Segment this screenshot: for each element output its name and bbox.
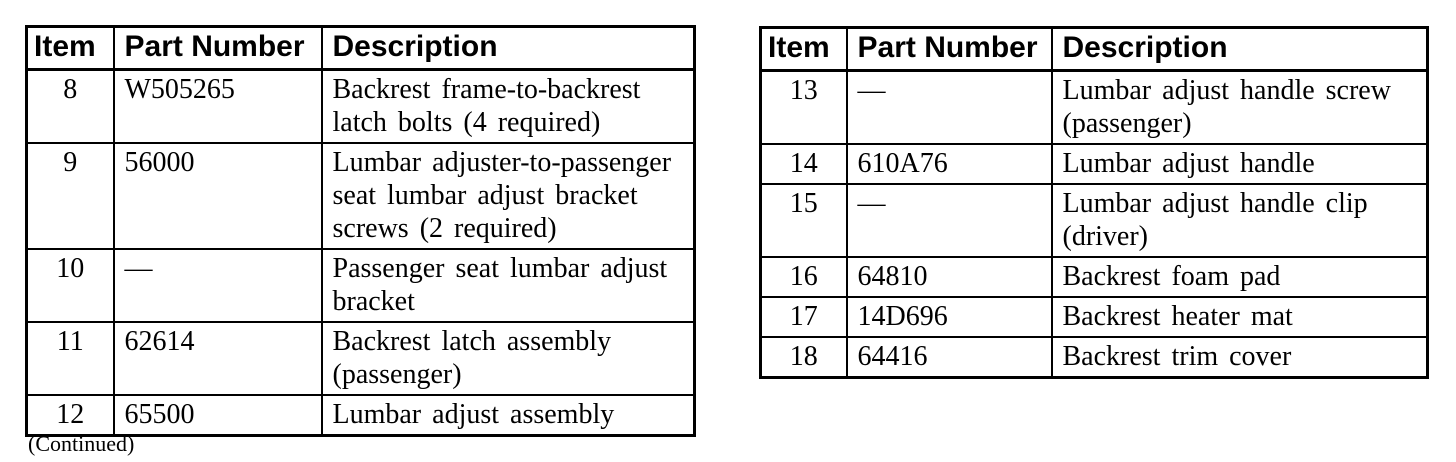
- table-row: 17 14D696 Backrest heater mat: [759, 296, 1429, 338]
- parts-table-right: Item Part Number Description 13 — Lumbar…: [759, 26, 1429, 379]
- column-header-item: Item: [759, 26, 848, 72]
- table-row: 11 62614 Backrest latch assembly (passen…: [25, 321, 696, 396]
- table-row: 13 — Lumbar adjust handle screw (passeng…: [759, 69, 1429, 145]
- table-row: 9 56000 Lumbar adjuster-to-passenger sea…: [25, 142, 696, 250]
- part-number-cell: 14D696: [845, 296, 1053, 338]
- item-cell: 16: [759, 256, 848, 298]
- table-row: 18 64416 Backrest trim cover: [759, 336, 1429, 379]
- item-cell: 8: [25, 68, 115, 144]
- item-cell: 9: [25, 142, 115, 250]
- description-cell: Passenger seat lumbar adjust bracket: [320, 248, 696, 323]
- table-row: 10 — Passenger seat lumbar adjust bracke…: [25, 248, 696, 323]
- header-row: Item Part Number Description: [759, 26, 1429, 72]
- item-cell: 18: [759, 336, 848, 379]
- description-cell: Lumbar adjust handle screw (passenger): [1050, 69, 1429, 145]
- header-row: Item Part Number Description: [25, 25, 696, 71]
- part-number-cell: 65500: [112, 394, 323, 437]
- item-cell: 12: [25, 394, 115, 437]
- part-number-cell: 64810: [845, 256, 1053, 298]
- part-number-cell: —: [845, 69, 1053, 145]
- column-header-part-number: Part Number: [845, 26, 1053, 72]
- column-header-item: Item: [25, 25, 115, 71]
- description-cell: Backrest foam pad: [1050, 256, 1429, 298]
- part-number-cell: —: [845, 183, 1053, 258]
- table-row: 15 — Lumbar adjust handle clip (driver): [759, 183, 1429, 258]
- description-cell: Backrest frame-to-backrest latch bolts (…: [320, 68, 696, 144]
- item-cell: 11: [25, 321, 115, 396]
- item-cell: 14: [759, 143, 848, 185]
- part-number-cell: 56000: [112, 142, 323, 250]
- part-number-cell: 64416: [845, 336, 1053, 379]
- table-row: 8 W505265 Backrest frame-to-backrest lat…: [25, 68, 696, 144]
- item-cell: 13: [759, 69, 848, 145]
- description-cell: Lumbar adjust handle clip (driver): [1050, 183, 1429, 258]
- column-header-description: Description: [1050, 26, 1429, 72]
- item-cell: 17: [759, 296, 848, 338]
- table-row: 14 610A76 Lumbar adjust handle: [759, 143, 1429, 185]
- table-row: 12 65500 Lumbar adjust assembly: [25, 394, 696, 437]
- table-row: 16 64810 Backrest foam pad: [759, 256, 1429, 298]
- description-cell: Lumbar adjust assembly: [320, 394, 696, 437]
- continued-note: (Continued): [28, 431, 135, 456]
- part-number-cell: —: [112, 248, 323, 323]
- column-header-part-number: Part Number: [112, 25, 323, 71]
- parts-table-left: Item Part Number Description 8 W505265 B…: [25, 25, 696, 437]
- item-cell: 10: [25, 248, 115, 323]
- description-cell: Backrest trim cover: [1050, 336, 1429, 379]
- part-number-cell: 62614: [112, 321, 323, 396]
- part-number-cell: 610A76: [845, 143, 1053, 185]
- column-header-description: Description: [320, 25, 696, 71]
- description-cell: Lumbar adjuster-to-passenger seat lumbar…: [320, 142, 696, 250]
- description-cell: Backrest heater mat: [1050, 296, 1429, 338]
- part-number-cell: W505265: [112, 68, 323, 144]
- description-cell: Backrest latch assembly (passenger): [320, 321, 696, 396]
- item-cell: 15: [759, 183, 848, 258]
- description-cell: Lumbar adjust handle: [1050, 143, 1429, 185]
